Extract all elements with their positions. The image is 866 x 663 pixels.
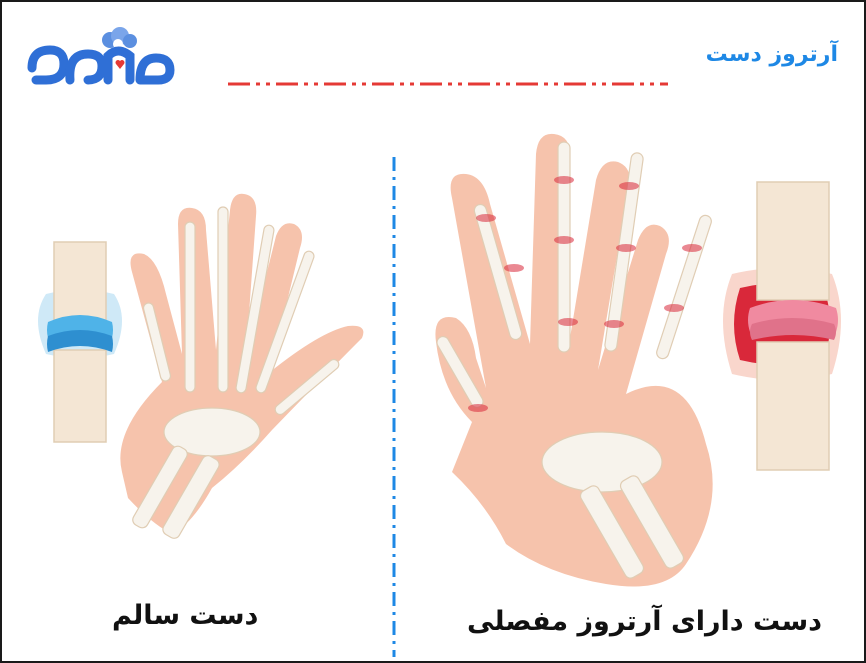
arthritic-hand-caption: دست دارای آرتروز مفصلی [467,606,822,637]
healthy-joint-icon [38,242,122,442]
arthritic-hand-icon [435,134,713,587]
healthy-hand-icon [120,194,363,541]
arthritic-joint-icon [723,182,841,470]
healthy-hand-caption: دست سالم [112,600,258,631]
